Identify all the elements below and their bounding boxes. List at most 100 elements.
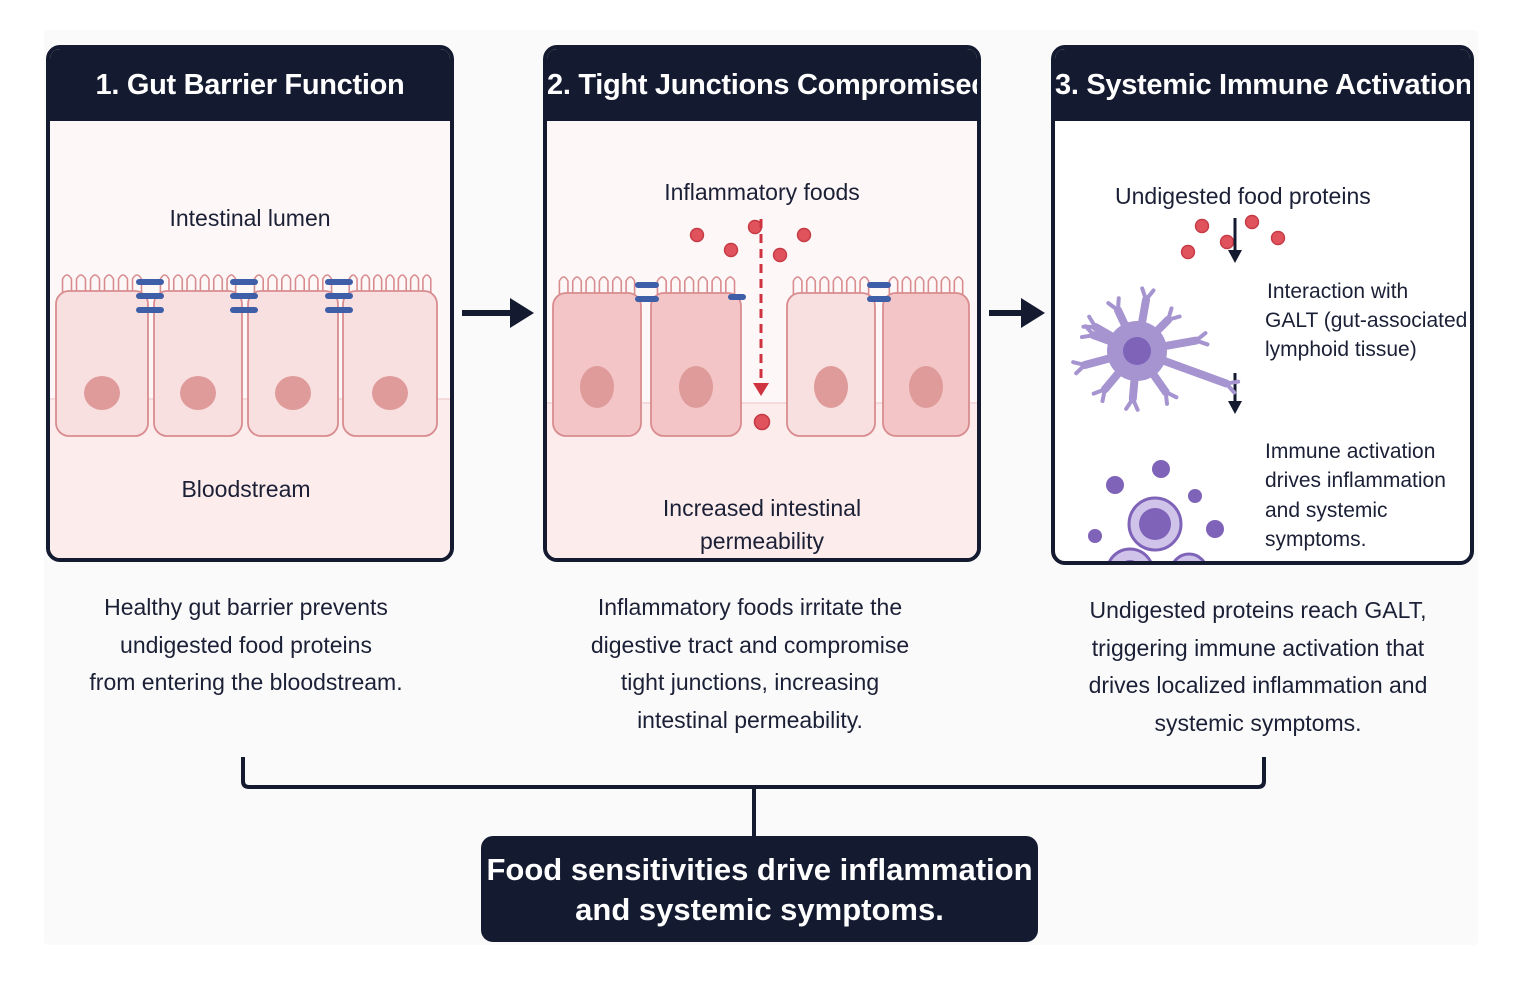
tight-junction (635, 296, 659, 302)
caption-line: Inflammatory foods irritate the (597, 594, 903, 620)
tight-junctions (136, 279, 353, 313)
cell-nucleus (180, 376, 216, 410)
panel-title: 1. Gut Barrier Function (50, 49, 450, 121)
epithelial-cell (650, 292, 742, 437)
food-particle (1244, 214, 1260, 230)
tight-junction (867, 296, 891, 302)
panel-tight-junctions: 2. Tight Junctions Compromised Inflammat… (543, 45, 981, 562)
microvilli (159, 274, 237, 293)
permeability-label-line2: permeability (700, 528, 824, 554)
panel-body: Intestinal lumen Bloodstream (50, 121, 450, 558)
epithelial-cell (882, 292, 970, 437)
tight-junction (325, 307, 353, 313)
arrow-right-icon (462, 298, 534, 328)
immune-cell-nucleus (1139, 508, 1171, 540)
panel-immune-activation: 3. Systemic Immune Activation Undigested… (1051, 45, 1474, 565)
caption-line: Healthy gut barrier prevents (104, 594, 388, 620)
immune-particle (1206, 520, 1224, 538)
dendrite-branch (1224, 379, 1241, 386)
tight-junction (325, 293, 353, 299)
dendrite-branch (1106, 301, 1120, 313)
epithelial-cell (247, 290, 339, 437)
food-particle (723, 242, 739, 258)
microvilli (888, 276, 964, 295)
tight-junction (136, 279, 164, 285)
caption-gut-barrier: Healthy gut barrier prevents undigested … (46, 589, 446, 702)
gut-barrier-illustration (50, 121, 450, 558)
epithelial-cell (55, 290, 149, 437)
cell-nucleus (372, 376, 408, 410)
microvilli (61, 274, 143, 293)
dendrite-branch (1166, 306, 1174, 322)
dendrite-branch (1140, 286, 1149, 302)
caption-line: systemic symptoms. (1154, 709, 1362, 736)
tight-junction (230, 307, 258, 313)
tight-junction (230, 293, 258, 299)
caption-immune-activation: Undigested proteins reach GALT, triggeri… (1058, 592, 1458, 742)
conclusion-box: Food sensitivities drive inflammation an… (481, 836, 1038, 942)
dendrite-branch (1163, 389, 1179, 400)
inflamed-epithelial-cells (552, 276, 970, 437)
dendrite-branch (1074, 362, 1087, 376)
panel-gut-barrier: 1. Gut Barrier Function Intestinal lumen… (46, 45, 454, 562)
immune-particle (1188, 489, 1202, 503)
tight-junction (728, 294, 746, 300)
microvilli (348, 274, 432, 293)
immune-cell-nucleus (1179, 562, 1199, 565)
food-proteins-label: Undigested food proteins (1115, 183, 1371, 209)
tight-junction (230, 279, 258, 285)
permeability-label-line1: Increased intestinal (662, 495, 862, 521)
conclusion-line: Food sensitivities drive inflammation (486, 852, 1033, 887)
tight-junction (635, 282, 659, 288)
immune-particle (1106, 476, 1124, 494)
immune-label-line3: and systemic (1265, 499, 1388, 522)
dendrite-branch (1079, 333, 1096, 340)
immune-cell-nucleus (1125, 560, 1135, 561)
microvilli (558, 276, 636, 295)
food-particle (1219, 234, 1235, 250)
conclusion-line: and systemic symptoms. (575, 892, 944, 927)
food-particle (689, 227, 705, 243)
panel-title: 2. Tight Junctions Compromised (547, 49, 977, 121)
dendritic-cell-icon (1071, 286, 1241, 412)
caption-line: triggering immune activation that (1091, 634, 1425, 661)
tight-junction (325, 279, 353, 285)
leaky-gut-illustration (547, 121, 977, 558)
panel-body: Undigested food proteins Interaction wit… (1055, 121, 1470, 561)
food-particle (772, 247, 788, 263)
caption-line: undigested food proteins (120, 631, 372, 658)
dendritic-cell-nucleus (1123, 337, 1151, 365)
immune-cell (1172, 552, 1206, 561)
caption-line: digestive tract and compromise (590, 631, 910, 658)
food-particles (689, 219, 812, 263)
inflammatory-foods-label: Inflammatory foods (664, 179, 860, 205)
cell-nucleus (580, 366, 614, 408)
food-particle (1180, 244, 1196, 260)
microvilli (253, 274, 333, 293)
tight-junction (136, 307, 164, 313)
epithelial-cells (55, 274, 438, 437)
damaged-tight-junctions (635, 282, 891, 302)
cell-nucleus (679, 366, 713, 408)
immune-label-line4: symptoms. (1265, 528, 1367, 551)
panel-title: 3. Systemic Immune Activation (1055, 49, 1470, 121)
tight-junction (867, 282, 891, 288)
immune-label-line2: drives inflammation (1265, 469, 1446, 492)
dendrite-branch (1194, 331, 1208, 343)
epithelial-cell (552, 292, 642, 437)
caption-tight-junctions: Inflammatory foods irritate the digestiv… (550, 589, 950, 739)
food-particle (1194, 218, 1210, 234)
immune-particle (1152, 460, 1170, 478)
epithelial-cell (786, 292, 876, 437)
cell-nucleus (814, 366, 848, 408)
caption-line: intestinal permeability. (637, 706, 863, 733)
immune-cells-icon (1088, 460, 1224, 565)
epithelial-cell (342, 290, 438, 437)
galt-label-line3: lymphoid tissue) (1265, 338, 1417, 361)
immune-label-line1: Immune activation (1265, 440, 1436, 463)
microvilli (656, 276, 736, 295)
panel-body: Inflammatory foods Increased intestinal … (547, 121, 977, 558)
food-particle (796, 227, 812, 243)
immune-particle (1088, 529, 1102, 543)
leak-arrowhead (753, 383, 769, 396)
